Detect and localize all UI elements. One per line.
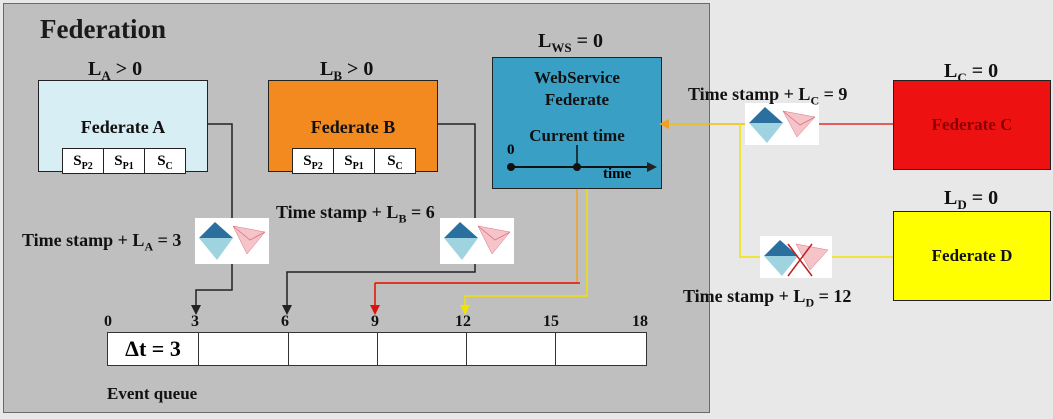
federate-b-label: Federate B <box>310 117 396 137</box>
federate-d-box: Federate D <box>893 211 1051 301</box>
timestamp-d-label: Time stamp + LD = 12 <box>683 286 852 310</box>
webservice-label-line2: Federate <box>544 90 610 109</box>
event-queue-label: Event queue <box>107 384 198 403</box>
state-slot-p2: SP2 <box>292 148 334 174</box>
queue-tick-9: 9 <box>371 313 379 330</box>
queue-tick-3: 3 <box>191 313 199 330</box>
timestamp-a-label: Time stamp + LA = 3 <box>22 230 182 254</box>
queue-tick-12: 12 <box>455 313 471 330</box>
current-time-label: Current time <box>529 126 625 145</box>
federate-b-state-slots: SP2 SP1 SC <box>292 148 416 174</box>
queue-cell <box>198 332 289 366</box>
line-webservice-yellow-to-queue <box>460 189 588 315</box>
line-d-upward <box>739 124 762 258</box>
message-envelope-icon <box>195 218 269 264</box>
federation-title: Federation <box>40 14 166 44</box>
federate-c-box: Federate C <box>893 80 1051 170</box>
lookahead-d-label: LD = 0 <box>944 187 999 212</box>
event-queue: Δt = 3 <box>107 332 647 366</box>
line-federate-a-to-queue <box>191 123 233 315</box>
line-federate-b-to-queue <box>282 123 476 315</box>
federate-d-label: Federate D <box>931 246 1013 265</box>
timeline-time-label: time <box>603 166 632 182</box>
queue-tick-15: 15 <box>543 313 559 330</box>
lookahead-ws-label: LWS = 0 <box>538 30 603 55</box>
state-slot-p2: SP2 <box>62 148 104 174</box>
federate-a-label: Federate A <box>80 117 166 137</box>
state-slot-c: SC <box>374 148 416 174</box>
timestamp-b-label: Time stamp + LB = 6 <box>276 202 435 226</box>
federate-a-state-slots: SP2 SP1 SC <box>62 148 186 174</box>
queue-cell <box>377 332 467 366</box>
queue-cell <box>555 332 647 366</box>
message-envelope-crossed-icon <box>760 236 832 278</box>
state-slot-c: SC <box>144 148 186 174</box>
webservice-label-line1: WebService <box>534 68 620 87</box>
federate-c-label: Federate C <box>931 115 1013 134</box>
queue-tick-0: 0 <box>104 313 112 330</box>
timestamp-c-label: Time stamp + LC = 9 <box>688 84 848 108</box>
queue-cell-delta: Δt = 3 <box>107 332 199 366</box>
state-slot-p1: SP1 <box>103 148 145 174</box>
queue-cell <box>466 332 556 366</box>
message-envelope-icon <box>440 218 514 264</box>
queue-cell <box>288 332 378 366</box>
lookahead-a-label: LA > 0 <box>88 58 143 83</box>
queue-tick-18: 18 <box>632 313 648 330</box>
message-envelope-icon <box>745 103 819 145</box>
timeline-zero-label: 0 <box>507 142 515 158</box>
lookahead-b-label: LB > 0 <box>320 58 374 83</box>
timeline-origin-dot <box>507 163 515 171</box>
lookahead-c-label: LC = 0 <box>944 60 999 85</box>
state-slot-p1: SP1 <box>333 148 375 174</box>
queue-tick-6: 6 <box>281 313 289 330</box>
